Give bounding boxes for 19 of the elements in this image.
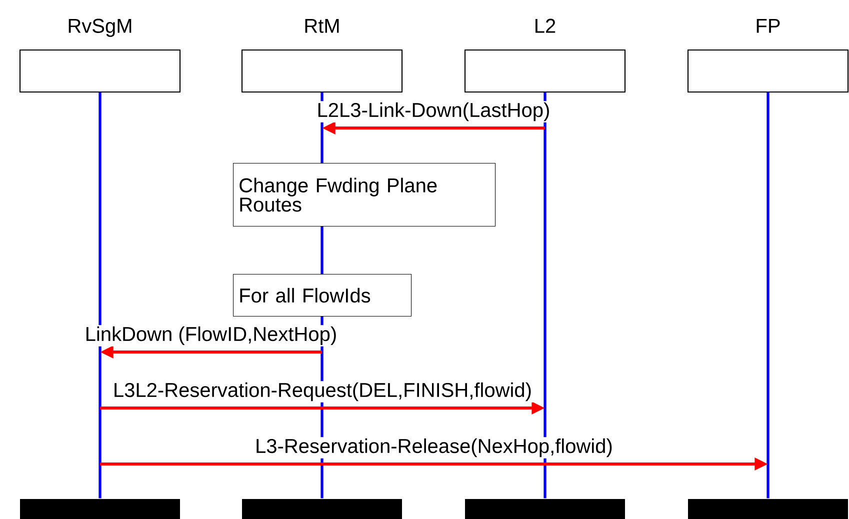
lifeline-end-bar xyxy=(688,499,848,519)
edge-label: L3L2-Reservation-Request(DEL,FINISH,flowid) xyxy=(112,381,534,402)
lifeline-end-bar xyxy=(20,499,180,519)
edge-label: L2L3-Link-Down(LastHop) xyxy=(315,101,552,122)
note-box: Change Fwding Plane Routes xyxy=(233,163,496,226)
node-label: RvSgM xyxy=(68,18,132,37)
lifeline xyxy=(766,92,770,498)
lifeline-end-bar xyxy=(242,499,402,519)
participant-box: RtM xyxy=(241,19,403,93)
participant-box: L2 xyxy=(464,18,626,93)
node-label: FP xyxy=(756,19,780,33)
node-label: L2 xyxy=(536,18,556,33)
edge-label: LinkDown (FlowID,NextHop) xyxy=(84,325,338,346)
node-label: RtM xyxy=(305,19,339,33)
note-box: For all FlowIds xyxy=(233,274,412,317)
participant-box: RvSgM xyxy=(19,18,181,93)
lifeline-end-bar xyxy=(465,499,625,519)
edge-label: L3-Reservation-Release(NexHop,flowid) xyxy=(254,437,614,458)
participant-box: FP xyxy=(687,19,849,93)
